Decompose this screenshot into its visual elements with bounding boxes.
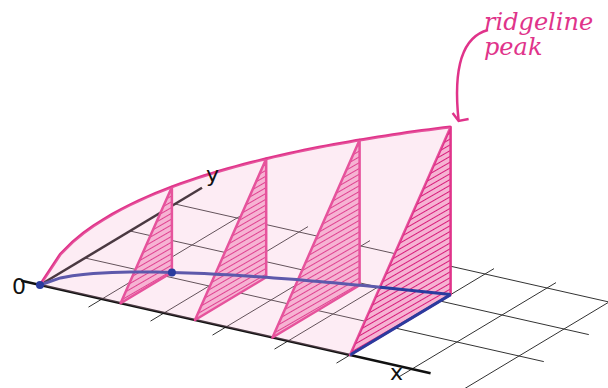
callout-text: ridgeline peak bbox=[484, 10, 604, 60]
axis-label: y bbox=[206, 164, 219, 186]
curve-dot bbox=[168, 268, 176, 276]
axis-label: x bbox=[390, 362, 403, 384]
grid-line bbox=[461, 297, 608, 388]
origin-label: 0 bbox=[12, 276, 26, 298]
solid-surface bbox=[40, 127, 451, 355]
callout-leader bbox=[457, 30, 488, 121]
callout-arrowhead bbox=[453, 113, 469, 121]
origin-dot bbox=[36, 281, 44, 289]
